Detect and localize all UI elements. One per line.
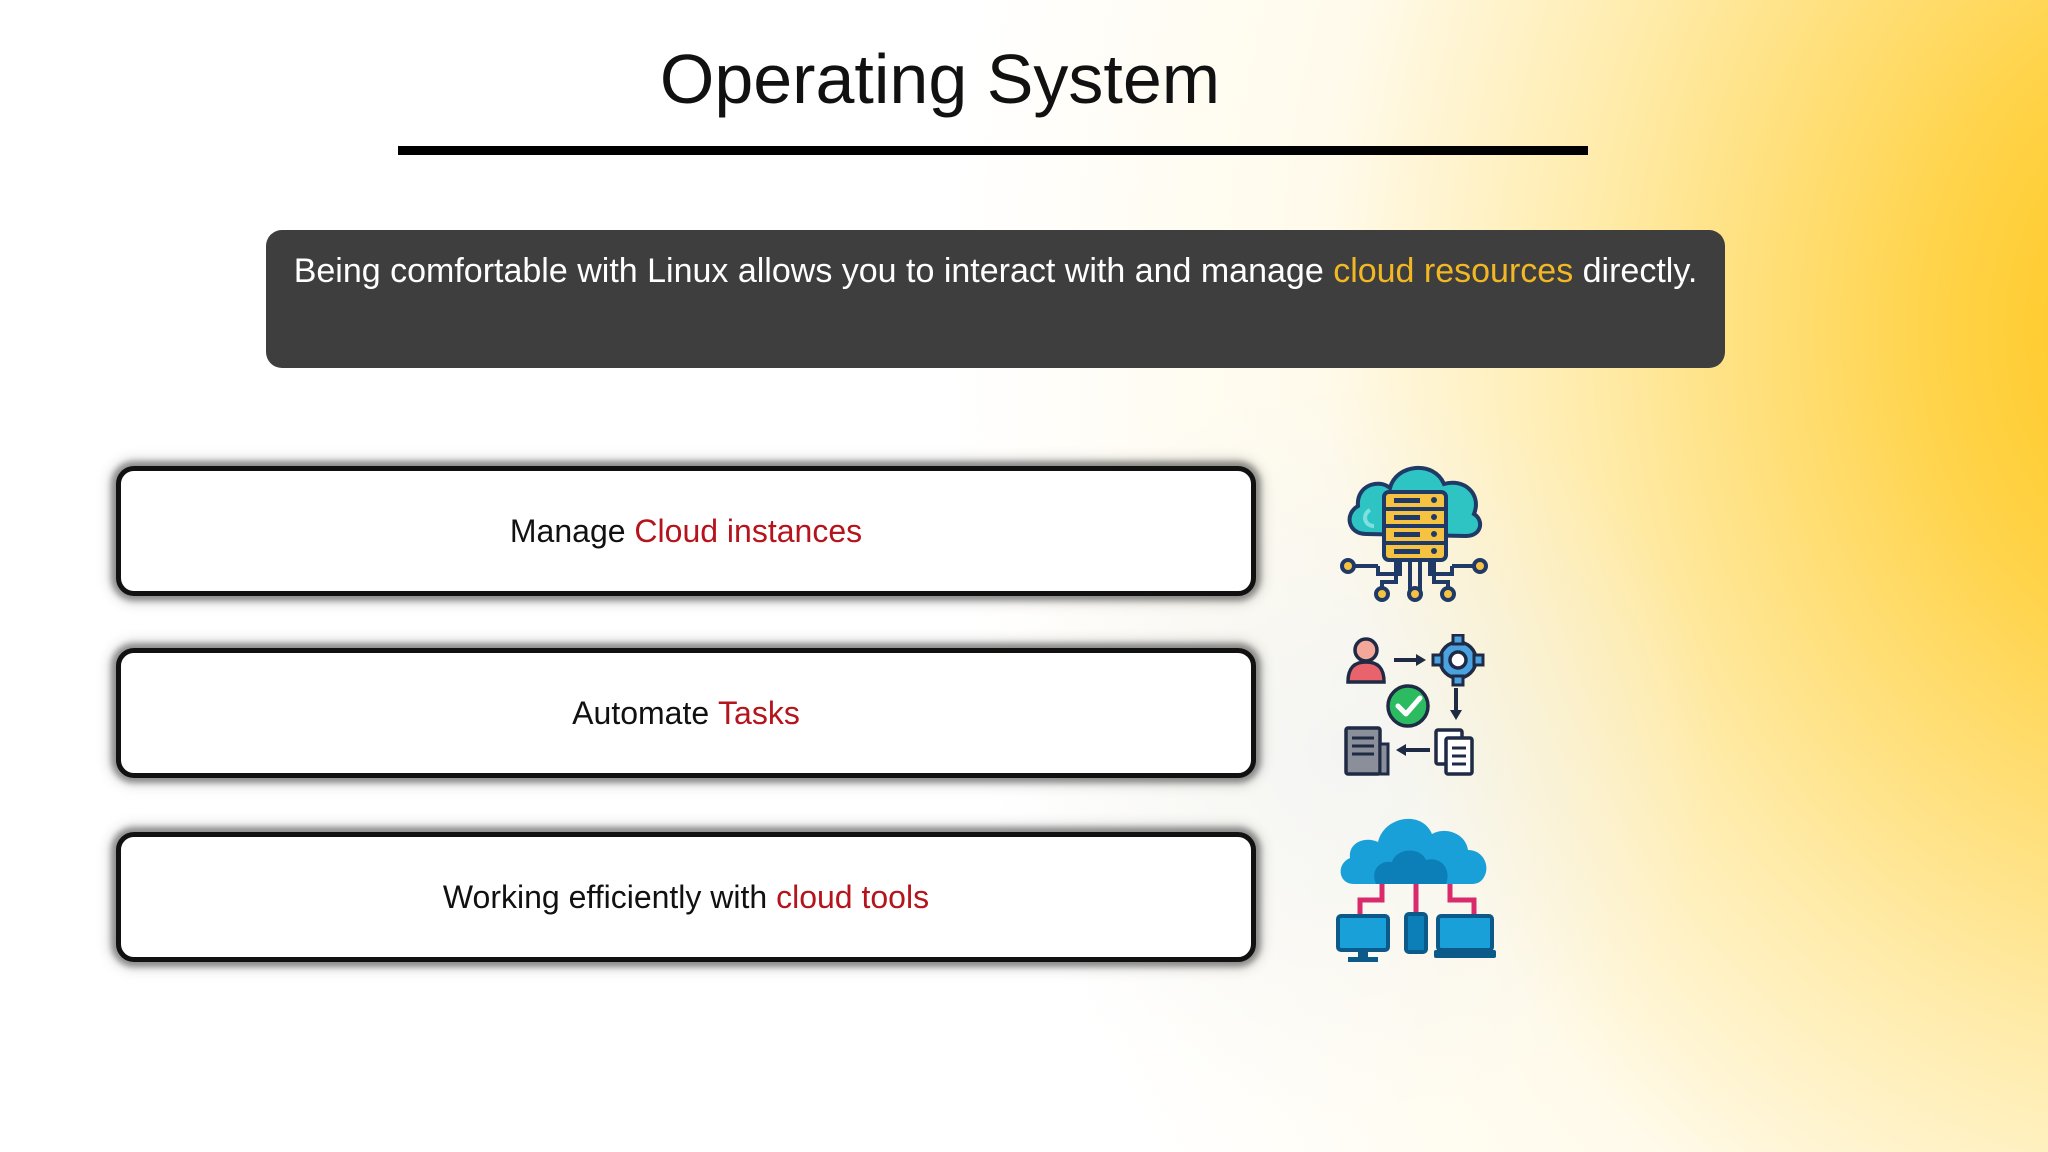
item-accent: cloud tools bbox=[776, 878, 930, 915]
item-card-manage-cloud-instances: Manage Cloud instances bbox=[116, 466, 1256, 596]
cloud-computers-icon bbox=[1336, 818, 1496, 962]
item-accent: Tasks bbox=[718, 694, 800, 731]
banner-text-before: Being comfortable with Linux allows you … bbox=[293, 252, 1334, 290]
cloud-server-network-icon bbox=[1340, 466, 1488, 602]
slide-title: Operating System bbox=[659, 40, 1221, 118]
item-card-cloud-tools: Working efficiently with cloud tools bbox=[116, 832, 1256, 962]
item-accent: Cloud instances bbox=[634, 512, 863, 549]
intro-banner: Being comfortable with Linux allows you … bbox=[266, 230, 1725, 368]
banner-highlight: cloud resources bbox=[1333, 252, 1574, 290]
banner-text-after: directly. bbox=[1573, 252, 1698, 290]
item-text: Automate bbox=[572, 694, 719, 731]
automation-workflow-icon bbox=[1344, 634, 1485, 776]
item-card-automate-tasks: Automate Tasks bbox=[116, 648, 1256, 778]
item-text: Working efficiently with bbox=[442, 878, 777, 915]
item-text: Manage bbox=[509, 512, 635, 549]
title-underline bbox=[398, 146, 1588, 155]
